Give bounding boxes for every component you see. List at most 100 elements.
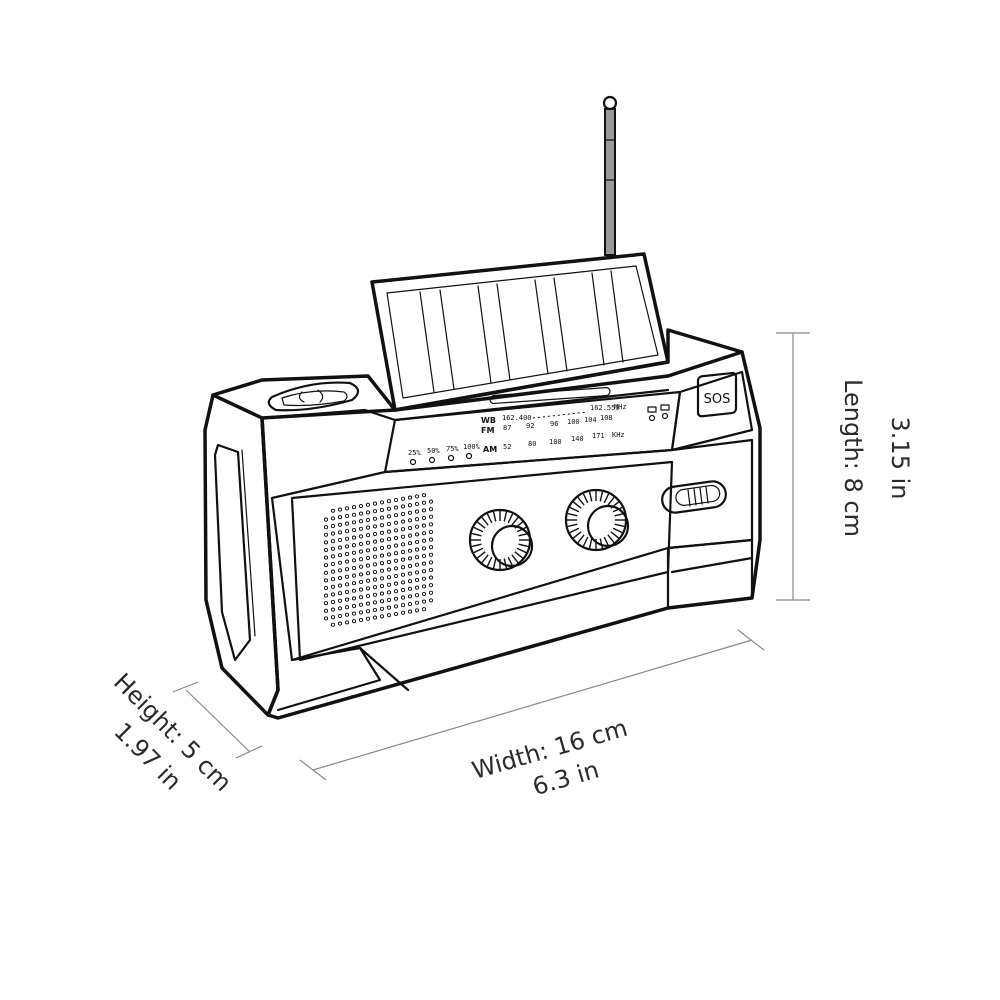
speaker-hole xyxy=(421,515,427,521)
knob-ridge xyxy=(486,513,493,524)
speaker-hole xyxy=(358,511,364,516)
speaker-hole xyxy=(344,605,350,610)
speaker-hole xyxy=(358,519,364,524)
speaker-hole xyxy=(400,519,406,524)
speaker-hole xyxy=(351,619,357,624)
speaker-hole xyxy=(323,616,329,621)
knob-ridge xyxy=(492,558,497,569)
speaker-hole xyxy=(379,599,385,604)
speaker-hole xyxy=(379,614,385,619)
wb-unit: MHz xyxy=(614,403,627,411)
speaker-hole xyxy=(428,499,434,504)
speaker-hole xyxy=(407,533,413,538)
speaker-hole xyxy=(379,553,385,558)
fm-tick: 96 xyxy=(550,420,558,428)
speaker-hole xyxy=(372,524,378,529)
knob-ridge xyxy=(507,513,514,524)
sos-button[interactable]: SOS xyxy=(696,371,738,418)
speaker-hole xyxy=(365,548,371,553)
speaker-hole xyxy=(337,591,343,596)
speaker-hole xyxy=(337,553,343,558)
speaker-hole xyxy=(330,592,336,597)
speaker-hole xyxy=(330,539,336,544)
fm-band-label: FM xyxy=(481,426,494,435)
speaker-hole xyxy=(400,587,406,593)
speaker-hole xyxy=(414,501,420,507)
knob-ridge xyxy=(511,516,519,526)
speaker-hole xyxy=(358,564,364,569)
status-led-icon xyxy=(661,412,669,420)
wb-band-label: WB xyxy=(481,416,496,425)
speaker-hole xyxy=(337,560,343,565)
knob-ridge xyxy=(492,511,497,522)
battery-level-label: 75% xyxy=(446,445,459,453)
speaker-hole xyxy=(386,544,392,549)
speaker-hole xyxy=(379,523,385,528)
speaker-hole xyxy=(393,535,399,541)
speaker-grille xyxy=(323,493,434,627)
speaker-hole xyxy=(386,605,392,610)
speaker-hole xyxy=(365,593,371,599)
speaker-hole xyxy=(323,532,329,537)
band-switch[interactable] xyxy=(661,480,728,515)
length-dimension-line xyxy=(776,332,810,601)
speaker-hole xyxy=(365,601,371,606)
speaker-hole xyxy=(379,576,385,581)
speaker-hole xyxy=(414,608,420,613)
speaker-hole xyxy=(393,573,399,579)
tuning-knob[interactable] xyxy=(564,488,630,552)
speaker-hole xyxy=(365,525,371,530)
speaker-hole xyxy=(365,578,371,583)
fm-tick: 104 xyxy=(584,416,597,424)
speaker-hole xyxy=(407,556,413,561)
speaker-hole xyxy=(414,494,420,499)
speaker-hole xyxy=(344,536,350,541)
speaker-hole xyxy=(428,545,434,550)
am-band-label: AM xyxy=(483,445,497,454)
speaker-hole xyxy=(407,579,413,584)
speaker-hole xyxy=(372,592,378,597)
speaker-hole xyxy=(351,596,357,601)
speaker-hole xyxy=(351,543,357,548)
speaker-hole xyxy=(337,583,343,588)
speaker-hole xyxy=(358,549,364,554)
wb-start-freq: 162.400 xyxy=(502,414,532,422)
speaker-hole xyxy=(428,560,434,565)
volume-knob[interactable] xyxy=(468,508,534,572)
speaker-hole xyxy=(414,577,420,583)
speaker-hole xyxy=(407,503,413,508)
speaker-hole xyxy=(386,514,392,519)
solar-panel xyxy=(370,252,670,412)
tuning-dial-panel: WB 162.400 162.550 MHz FM 87 92 96 100 1… xyxy=(383,387,682,474)
speaker-hole xyxy=(351,603,357,609)
speaker-hole xyxy=(323,563,329,568)
length-imperial-label: 3.15 in xyxy=(886,417,914,500)
speaker-hole xyxy=(400,542,406,547)
knob-ridge xyxy=(476,521,486,529)
speaker-hole xyxy=(330,516,336,521)
knob-ridge xyxy=(577,496,585,506)
length-label: Length: 8 cm xyxy=(839,379,867,537)
speaker-hole xyxy=(428,522,434,527)
knob-ridge xyxy=(473,547,484,554)
speaker-hole xyxy=(365,555,371,561)
speaker-hole xyxy=(393,497,399,503)
speaker-hole xyxy=(351,550,357,555)
speaker-hole xyxy=(372,577,378,582)
speaker-hole xyxy=(386,597,392,603)
speaker-hole xyxy=(351,527,357,533)
front-panel xyxy=(270,438,754,662)
speaker-hole xyxy=(379,561,385,566)
speaker-hole xyxy=(323,601,329,606)
speaker-hole xyxy=(393,581,399,586)
speaker-hole xyxy=(428,583,434,588)
knob-ridge xyxy=(599,491,604,502)
speaker-hole xyxy=(337,568,343,573)
speaker-hole xyxy=(407,525,413,531)
speaker-hole xyxy=(372,562,378,567)
knob-ridge xyxy=(614,523,625,528)
speaker-hole xyxy=(421,553,427,559)
speaker-hole xyxy=(372,554,378,559)
knob-ridge xyxy=(603,493,610,504)
speaker-hole xyxy=(358,503,364,509)
